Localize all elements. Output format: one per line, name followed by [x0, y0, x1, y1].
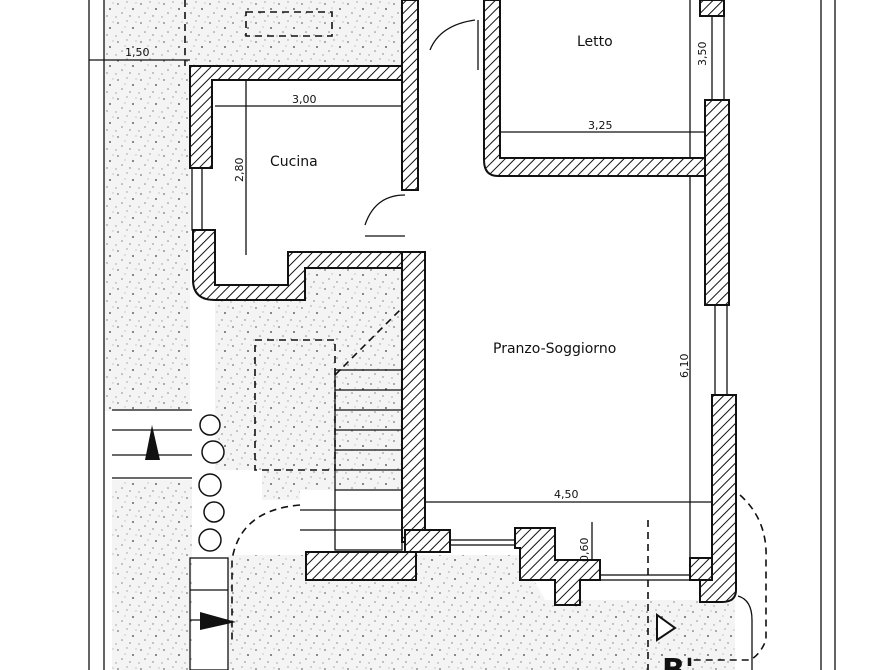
windows [191, 15, 728, 581]
dim-setback: 1,50 [125, 46, 150, 59]
dim-pillar: 0,60 [578, 538, 591, 563]
doors [364, 19, 479, 237]
gravel-area [104, 0, 735, 670]
curb [737, 595, 753, 670]
dim-bedroom-depth: 3,50 [696, 42, 709, 67]
dim-bedroom-width: 3,25 [588, 119, 613, 132]
dimension-lines [89, 0, 712, 560]
terrace-outline [231, 494, 767, 661]
dim-kitchen-width: 3,00 [292, 93, 317, 106]
room-label-bedroom: Letto [577, 34, 613, 50]
arrow-up-icon [145, 425, 160, 460]
room-label-living: Pranzo-Soggiorno [493, 341, 616, 357]
arrow-right-icon [200, 612, 236, 630]
hedge [198, 414, 225, 552]
outdoor-steps [112, 409, 236, 670]
boundary-lines [88, 0, 836, 670]
dim-living-depth: 6,10 [678, 354, 691, 379]
section-arrow-icon [656, 613, 677, 642]
section-mark: B' [662, 653, 694, 670]
room-label-kitchen: Cucina [270, 154, 318, 170]
staircase [184, 0, 403, 551]
dim-living-width: 4,50 [554, 488, 579, 501]
dim-kitchen-depth: 2,80 [233, 158, 246, 183]
walls [189, 0, 737, 606]
